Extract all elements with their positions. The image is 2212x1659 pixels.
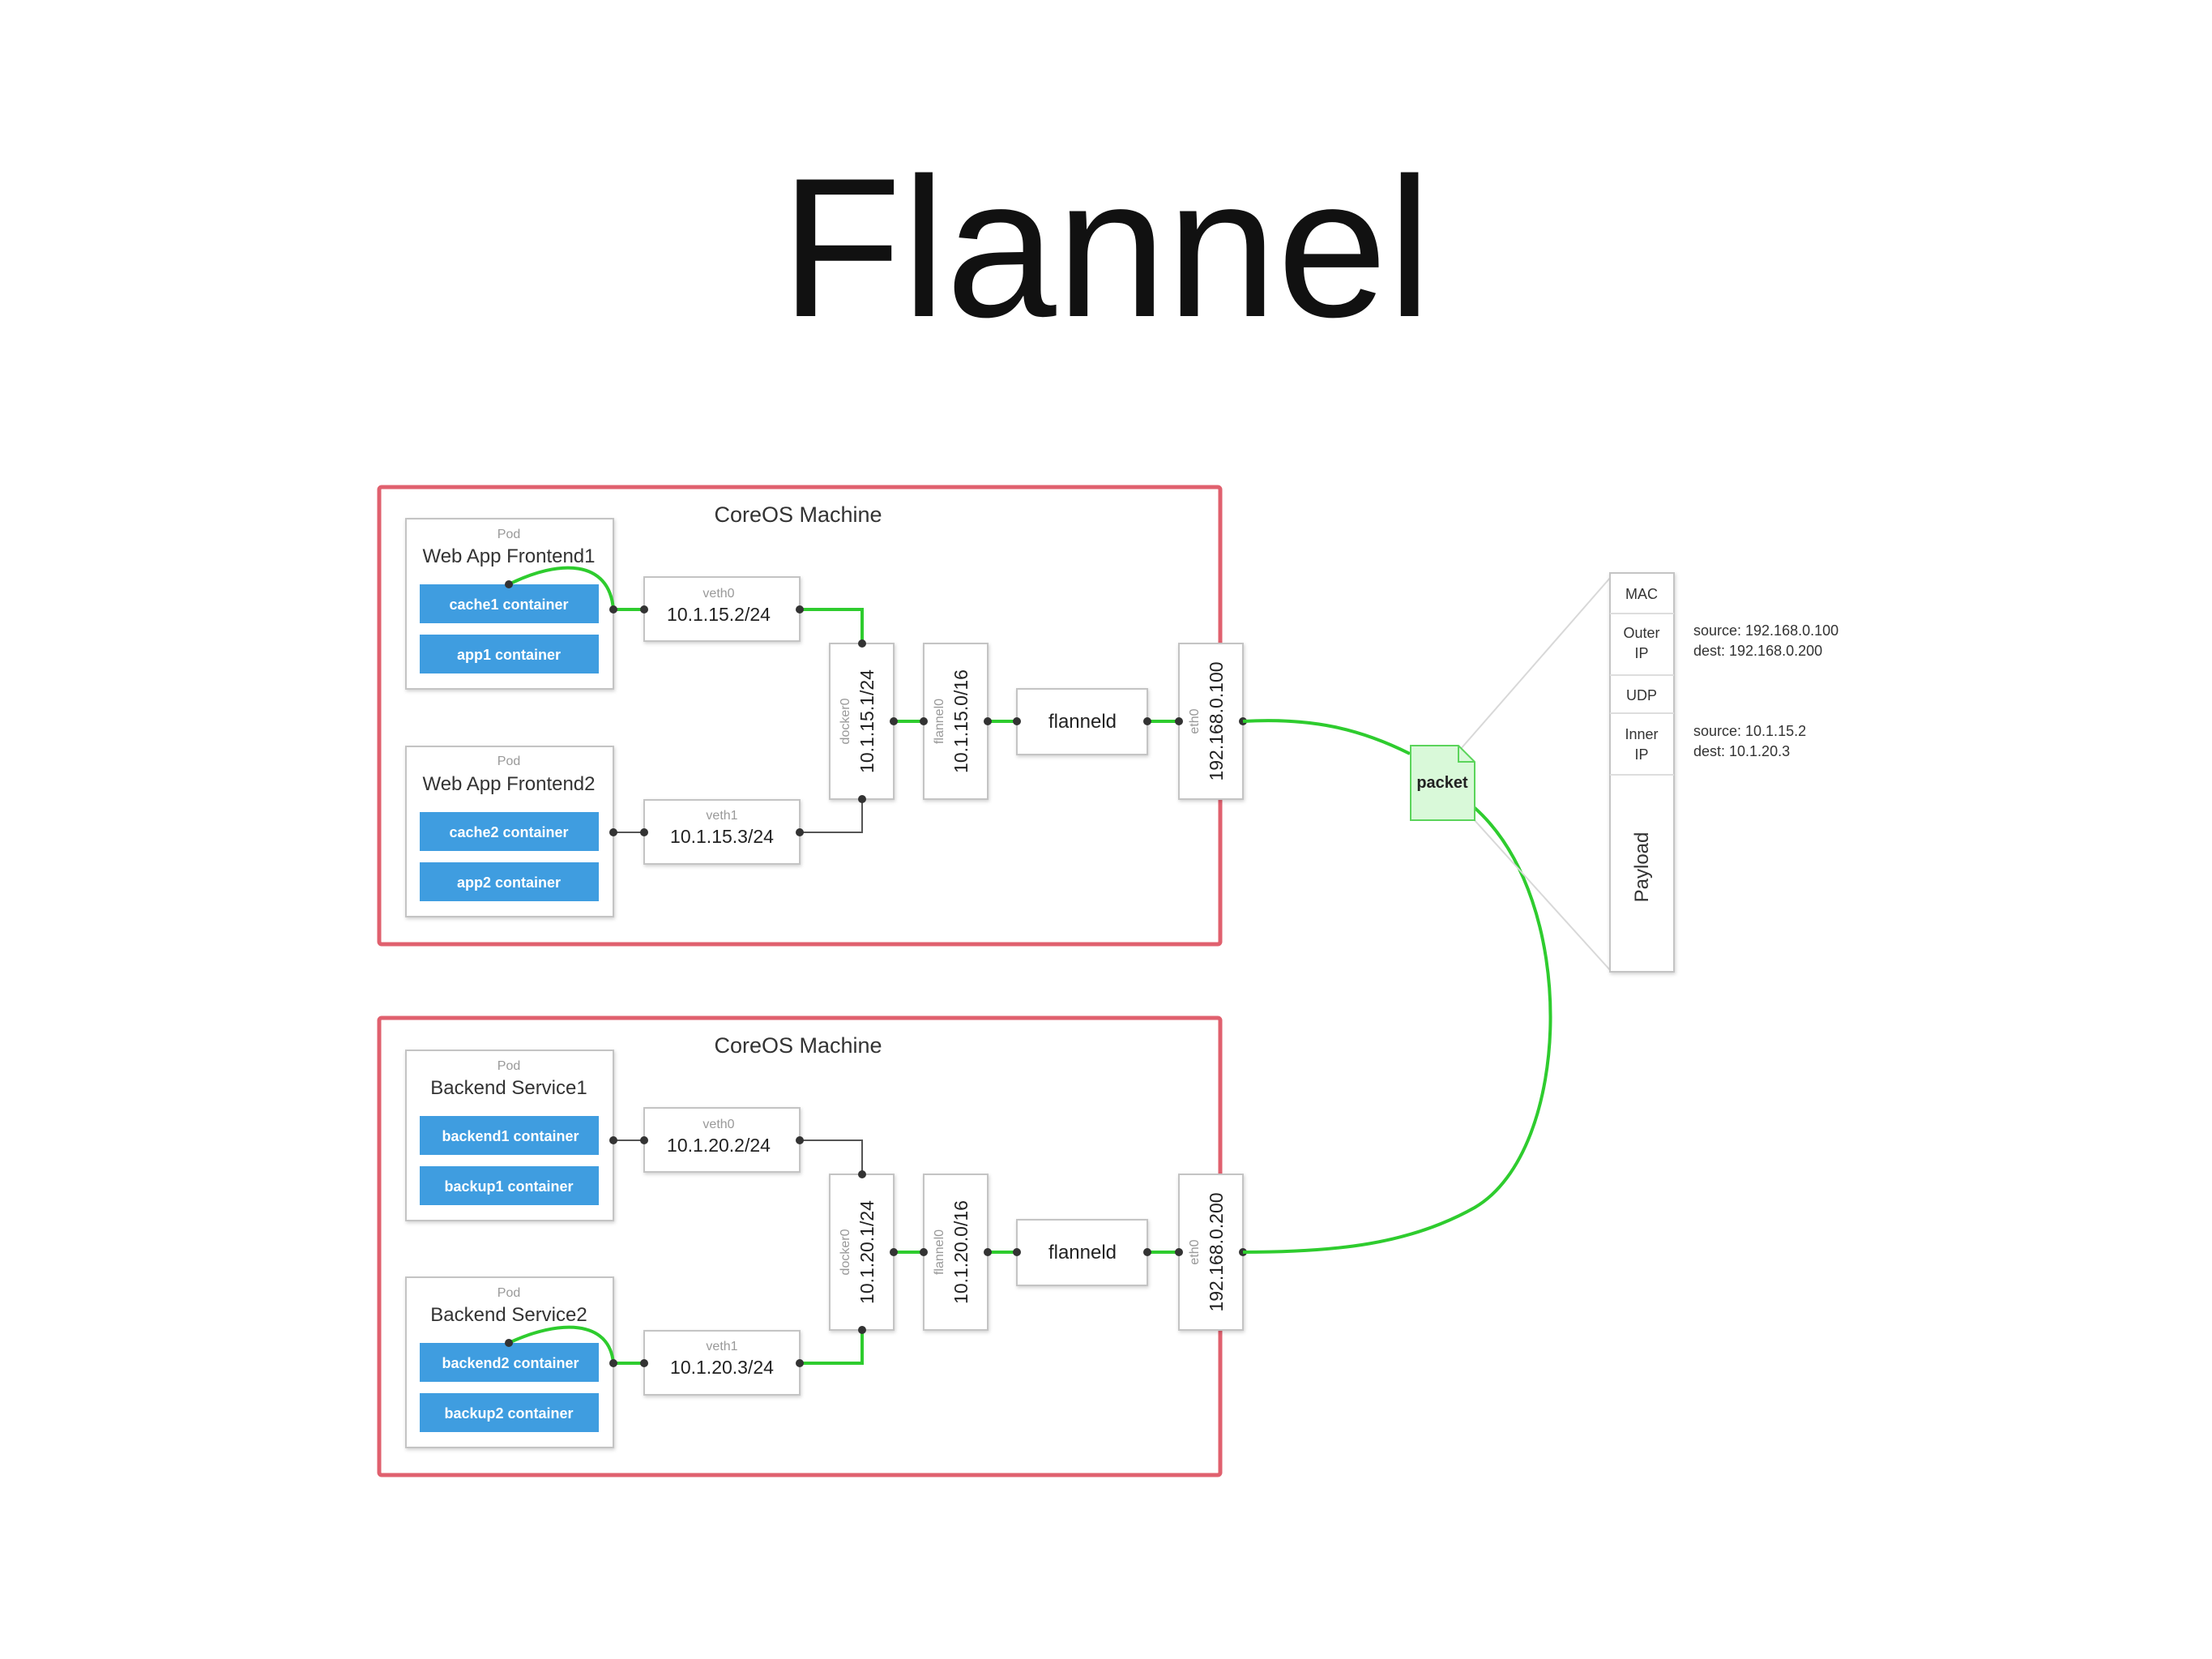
eth-ip: 192.168.0.100 [1206,661,1227,780]
flow-link [800,608,864,644]
eth-name: eth0 [1188,708,1202,733]
veth0-box: veth0 10.1.15.2/24 [643,576,801,642]
pod-backend-service2: Pod Backend Service2 backend2 container … [405,1276,614,1448]
daemon-label: flanneld [1048,711,1117,733]
expansion-line [1472,818,1612,972]
veth-name: veth1 [706,809,737,823]
link [800,799,863,833]
app1-container [420,635,599,673]
pod-name: Backend Service1 [430,1077,587,1099]
expansion-line [1459,576,1612,750]
container-label: app2 container [457,874,561,891]
flannel-ip: 10.1.15.0/16 [950,669,971,773]
veth-ip: 10.1.15.2/24 [667,604,771,625]
outer-ip-dest: dest: 192.168.0.200 [1693,643,1822,659]
flanneld-box: flanneld [1016,688,1148,755]
machine-2-label: CoreOS Machine [714,1033,882,1058]
container-label: backend1 container [442,1128,579,1144]
header-udp: UDP [1626,687,1657,703]
backend2-container [420,1343,599,1382]
docker-ip: 10.1.15.1/24 [856,669,878,773]
header-mac: MAC [1625,586,1658,602]
packet-icon: packet [1410,745,1475,821]
pod-web-app-frontend2: Pod Web App Frontend2 cache2 container a… [405,746,614,917]
packet-header-frame [1609,572,1675,973]
veth-ip: 10.1.15.3/24 [670,826,774,847]
coreos-machine-1: CoreOS Machine Pod Web App Frontend1 cac… [377,485,1247,947]
flannel-name: flannel0 [933,699,946,744]
link-dots [505,1136,1247,1367]
pod-name: Web App Frontend2 [422,773,595,795]
docker0-box: docker0 10.1.15.1/24 [829,643,895,800]
backup2-container [420,1393,599,1432]
veth-name: veth1 [706,1340,737,1353]
flow-link [1242,719,1411,755]
machine-2-links [505,1136,1247,1367]
veth-ip: 10.1.20.2/24 [667,1135,771,1156]
slide-title: Flannel [780,136,1432,358]
header-inner-ip-line2: IP [1634,746,1648,763]
packet-headers: MAC Outer IP UDP Inner IP Payload source… [1609,572,1838,973]
pod-name: Backend Service2 [430,1304,587,1326]
coreos-machine-2: CoreOS Machine Pod Backend Service1 back… [377,1015,1247,1477]
docker-ip: 10.1.20.1/24 [856,1200,878,1304]
inter-host-route [1242,576,1612,1254]
flow-link [508,566,615,610]
inner-ip-dest: dest: 10.1.20.3 [1693,743,1790,759]
backup1-container [420,1166,599,1205]
docker-name: docker0 [839,1229,852,1275]
outer-ip-source: source: 192.168.0.100 [1693,622,1838,639]
veth1-box: veth1 10.1.15.3/24 [643,799,801,865]
app2-container [420,862,599,901]
pod-web-app-frontend1: Pod Web App Frontend1 cache1 container a… [405,518,614,690]
container-label: backup2 container [444,1405,573,1422]
flannel0-box: flannel0 10.1.20.0/16 [923,1174,989,1331]
cache1-container [420,584,599,623]
veth-name: veth0 [702,1118,734,1131]
pod-tag: Pod [497,1059,520,1073]
flannel-name: flannel0 [933,1229,946,1275]
packet-label: packet [1416,774,1468,792]
link [800,1139,863,1174]
container-label: cache1 container [449,596,568,613]
veth0-box: veth0 10.1.20.2/24 [643,1107,801,1173]
flanneld-box: flanneld [1016,1219,1148,1286]
eth-ip: 192.168.0.200 [1206,1192,1227,1311]
header-outer-ip-line2: IP [1634,645,1648,661]
veth-name: veth0 [702,587,734,601]
flow-link [508,1325,615,1364]
eth0-box: eth0 192.168.0.100 [1178,643,1244,800]
eth0-box: eth0 192.168.0.200 [1178,1174,1244,1331]
container-label: cache2 container [449,824,568,840]
pod-tag: Pod [497,1286,520,1300]
backend1-container [420,1116,599,1155]
pod-tag: Pod [497,755,520,768]
cache2-container [420,812,599,851]
flow-link [800,1330,864,1365]
veth1-box: veth1 10.1.20.3/24 [643,1330,801,1396]
container-label: backup1 container [444,1178,573,1195]
pod-tag: Pod [497,528,520,541]
daemon-label: flanneld [1048,1242,1117,1263]
veth-ip: 10.1.20.3/24 [670,1357,774,1378]
eth-name: eth0 [1188,1239,1202,1264]
docker0-box: docker0 10.1.20.1/24 [829,1174,895,1331]
flannel-ip: 10.1.20.0/16 [950,1200,971,1304]
container-label: app1 container [457,647,561,663]
flannel0-box: flannel0 10.1.15.0/16 [923,643,989,800]
inner-ip-source: source: 10.1.15.2 [1693,723,1806,739]
header-payload: Payload [1631,832,1653,903]
header-inner-ip-line1: Inner [1625,726,1658,742]
container-label: backend2 container [442,1355,579,1371]
docker-name: docker0 [839,698,852,744]
header-outer-ip-line1: Outer [1623,625,1659,641]
machine-1-label: CoreOS Machine [714,502,882,527]
pod-backend-service1: Pod Backend Service1 backend1 container … [405,1050,614,1221]
pod-name: Web App Frontend1 [422,545,595,567]
flow-link [1242,805,1552,1254]
